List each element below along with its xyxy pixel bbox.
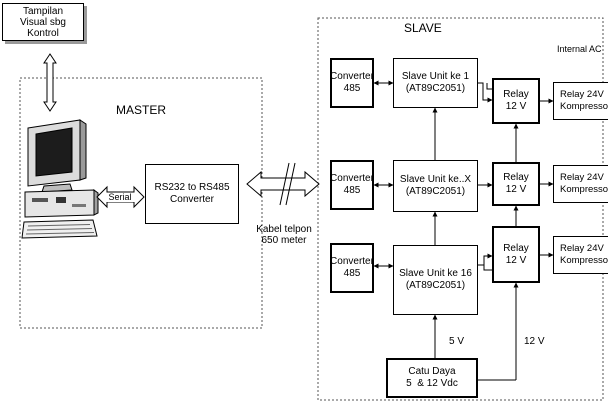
power-supply: Catu Daya 5 & 12 Vdc <box>386 358 478 398</box>
converter-485-x: Converter 485 <box>330 160 374 210</box>
slave-unit-16: Slave Unit ke 16 (AT89C2051) <box>393 245 478 315</box>
cable-line-1: Kabel telpon <box>254 224 314 235</box>
relay-12v-x: Relay 12 V <box>492 162 540 206</box>
converter-485-label: 485 <box>344 268 361 280</box>
relay-label: Relay <box>503 172 529 184</box>
converter-485-label: 485 <box>344 83 361 95</box>
slave-unit-1-line-2: (AT89C2051) <box>406 83 465 95</box>
relay-label: 12 V <box>506 255 527 267</box>
visual-control-box: Tampilan Visual sbg Kontrol <box>2 3 84 41</box>
visual-box-line-3: Kontrol <box>27 28 59 39</box>
visual-link-arrow <box>44 54 56 111</box>
cable-link-arrow <box>247 163 319 205</box>
converter-485-1: Converter 485 <box>330 58 374 108</box>
relay-label: 12 V <box>506 101 527 113</box>
relay-24v-kompressor-x: Relay 24V Kompressor <box>553 165 608 203</box>
rs232-rs485-converter: RS232 to RS485 Converter <box>145 164 239 224</box>
label-12v: 12 V <box>524 336 545 347</box>
serial-label: Serial <box>105 193 135 202</box>
cable-label: Kabel telpon 650 meter <box>254 224 314 246</box>
slave-unit-16-line-2: (AT89C2051) <box>406 280 465 292</box>
converter-485-label: Converter <box>330 173 374 185</box>
power-line-2: 5 & 12 Vdc <box>406 378 458 390</box>
slave-unit-1: Slave Unit ke 1 (AT89C2051) <box>393 58 478 108</box>
visual-box-line-2: Visual sbg <box>20 17 66 28</box>
master-title: MASTER <box>116 104 166 117</box>
kompressor-line-2: Kompressor <box>560 101 608 113</box>
computer-icon <box>22 120 98 238</box>
relay-label: Relay <box>503 243 529 255</box>
converter-485-label: Converter <box>330 256 374 268</box>
converter-485-16: Converter 485 <box>330 243 374 293</box>
relay-label: 12 V <box>506 184 527 196</box>
label-5v: 5 V <box>449 336 464 347</box>
kompressor-line-1: Relay 24V <box>560 243 604 255</box>
slave-unit-x: Slave Unit ke..X (AT89C2051) <box>393 160 478 212</box>
visual-box-line-1: Tampilan <box>23 6 63 17</box>
kompressor-line-2: Kompressor <box>560 255 608 267</box>
rs232-line-2: Converter <box>170 194 214 206</box>
converter-485-label: Converter <box>330 71 374 83</box>
relay-label: Relay <box>503 89 529 101</box>
kompressor-line-1: Relay 24V <box>560 89 604 101</box>
relay-24v-kompressor-1: Relay 24V Kompressor <box>553 82 608 120</box>
rs232-line-1: RS232 to RS485 <box>154 182 229 194</box>
kompressor-line-1: Relay 24V <box>560 172 604 184</box>
slave-unit-16-line-1: Slave Unit ke 16 <box>399 268 472 280</box>
slave-unit-x-line-1: Slave Unit ke..X <box>400 174 471 186</box>
slave-unit-x-line-2: (AT89C2051) <box>406 186 465 198</box>
slave-unit-1-line-1: Slave Unit ke 1 <box>402 71 469 83</box>
relay-12v-1: Relay 12 V <box>492 78 540 124</box>
relay-24v-kompressor-16: Relay 24V Kompressor <box>553 236 608 274</box>
kompressor-line-2: Kompressor <box>560 184 608 196</box>
slave-title: SLAVE <box>404 22 442 35</box>
converter-485-label: 485 <box>344 185 361 197</box>
internal-ac-label: Internal AC <box>557 44 602 54</box>
relay-12v-16: Relay 12 V <box>492 226 540 283</box>
cable-line-2: 650 meter <box>254 235 314 246</box>
power-line-1: Catu Daya <box>408 366 455 378</box>
